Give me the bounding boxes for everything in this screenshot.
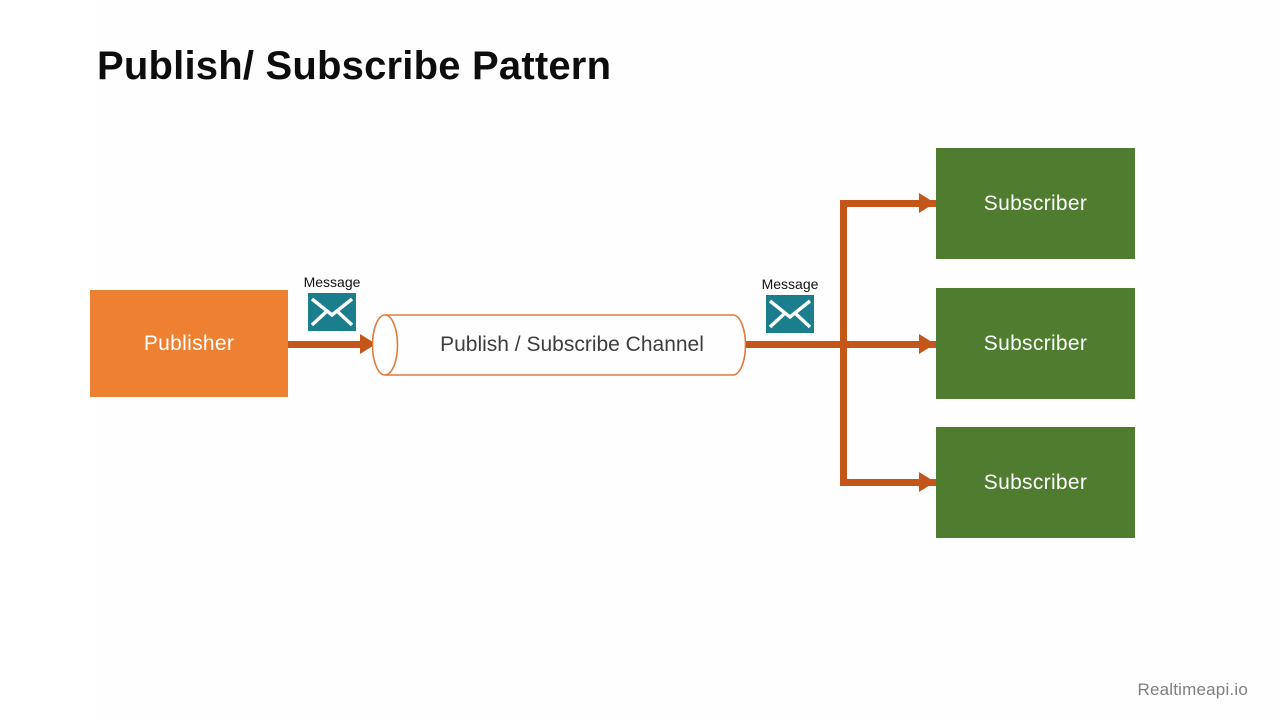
connector-branch-to-subscriber-bottom xyxy=(840,479,936,486)
footer-watermark: Realtimeapi.io xyxy=(1137,680,1248,699)
subscriber-node-1[interactable]: Subscriber xyxy=(936,148,1135,259)
publisher-node[interactable]: Publisher xyxy=(90,290,288,397)
publish-subscribe-channel-node[interactable]: Publish / Subscribe Channel xyxy=(372,311,746,379)
subscriber-label-2: Subscriber xyxy=(983,331,1088,355)
cylinder-shape-icon xyxy=(372,314,746,376)
subscriber-label-1: Subscriber xyxy=(983,191,1088,215)
message-annotation-1: Message xyxy=(296,274,368,331)
subscriber-node-2[interactable]: Subscriber xyxy=(936,288,1135,399)
connector-branch-to-subscriber-top xyxy=(840,200,936,207)
subscriber-node-3[interactable]: Subscriber xyxy=(936,427,1135,538)
publisher-label: Publisher xyxy=(143,331,235,355)
envelope-icon-2 xyxy=(766,295,814,333)
subscriber-label-3: Subscriber xyxy=(983,470,1088,494)
message-label-1: Message xyxy=(303,274,361,290)
arrowhead-icon-subscriber-3 xyxy=(919,472,935,492)
message-annotation-2: Message xyxy=(754,276,826,333)
message-label-2: Message xyxy=(761,276,819,292)
page-title: Publish/ Subscribe Pattern xyxy=(97,44,612,88)
arrowhead-icon-subscriber-2 xyxy=(919,334,935,354)
envelope-icon-1 xyxy=(308,293,356,331)
connector-publisher-to-channel xyxy=(288,341,370,348)
channel-label: Publish / Subscribe Channel xyxy=(440,333,704,356)
connector-vertical-trunk xyxy=(840,200,847,486)
arrowhead-icon-subscriber-1 xyxy=(919,193,935,213)
